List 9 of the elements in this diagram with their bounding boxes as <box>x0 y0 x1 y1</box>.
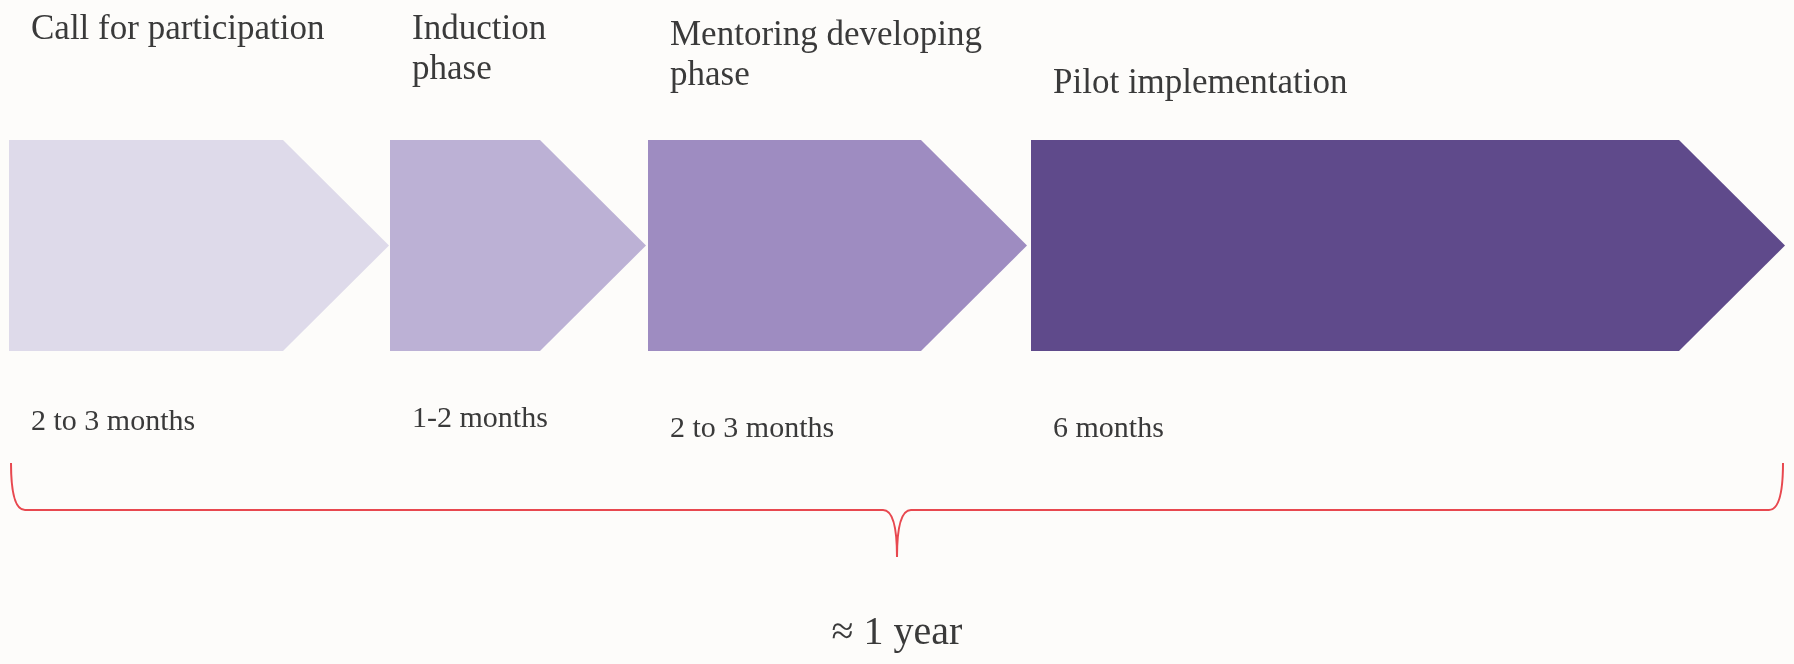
phase-title: Mentoring developing phase <box>670 14 984 94</box>
phase-title: Call for participation <box>31 8 326 48</box>
duration-text: 2 to 3 months <box>31 403 196 437</box>
total-duration-label: ≈ 1 year <box>831 607 963 654</box>
phase-title: Pilot implementation <box>1053 62 1349 102</box>
phase-title: Induction phase <box>412 8 548 88</box>
duration-text: 1-2 months <box>412 400 548 434</box>
duration-text: 6 months <box>1053 410 1164 444</box>
duration-text: 2 to 3 months <box>670 410 835 444</box>
